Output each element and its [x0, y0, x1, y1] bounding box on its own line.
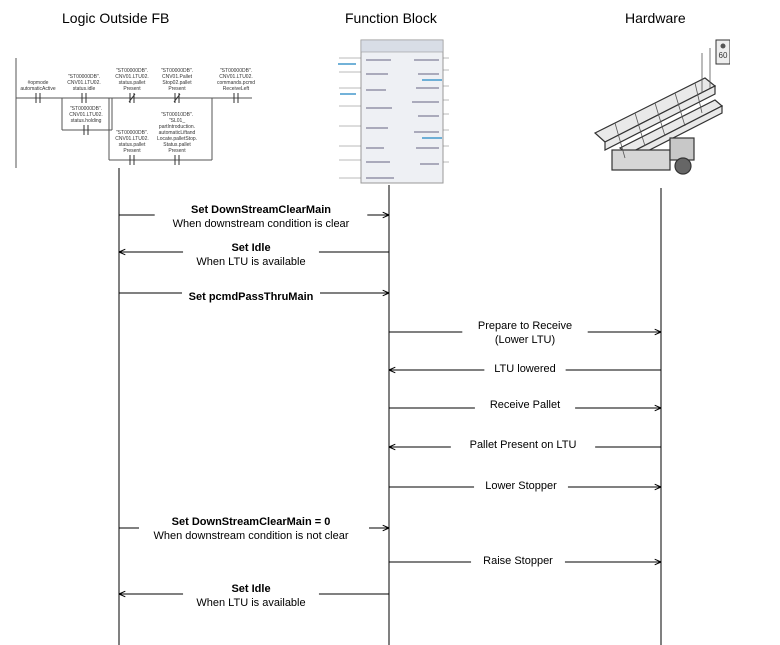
hardware-conveyor-image: 60	[593, 39, 730, 175]
function-block-thumbnail	[338, 39, 449, 184]
ladder-contact-label: "ST00010DB"."SL01_partIntroduction.autom…	[157, 112, 197, 154]
column-title-function-block: Function Block	[345, 10, 437, 26]
message-label: LTU lowered	[494, 363, 556, 375]
ladder-contact-label: "ST00000DB".CNV01.LTU02.status.holding	[69, 106, 103, 124]
column-title-hardware: Hardware	[625, 10, 686, 26]
message-label: Receive Pallet	[489, 399, 561, 411]
message-label: Prepare to Receive	[477, 320, 573, 332]
message-label: Pallet Present on LTU	[469, 439, 577, 451]
message-label: Set pcmdPassThruMain	[188, 291, 314, 303]
column-title-logic: Logic Outside FB	[62, 10, 170, 26]
message-condition: When downstream condition is not clear	[153, 530, 349, 542]
message-label: Set DownStreamClearMain = 0	[171, 516, 331, 528]
message-condition: When downstream condition is clear	[172, 218, 350, 230]
message-label: Set Idle	[231, 242, 271, 254]
svg-text:60: 60	[719, 51, 728, 60]
message-condition: When LTU is available	[196, 597, 306, 609]
message-label: Raise Stopper	[483, 555, 553, 567]
message-label: Lower Stopper	[485, 480, 557, 492]
message-condition: (Lower LTU)	[494, 334, 556, 346]
message-condition: When LTU is available	[196, 256, 306, 268]
message-label: Set Idle	[231, 583, 271, 595]
message-label: Set DownStreamClearMain	[191, 204, 331, 216]
ladder-contact-label: "ST00000DB".CNV01.LTU02.status.idle	[67, 74, 101, 92]
